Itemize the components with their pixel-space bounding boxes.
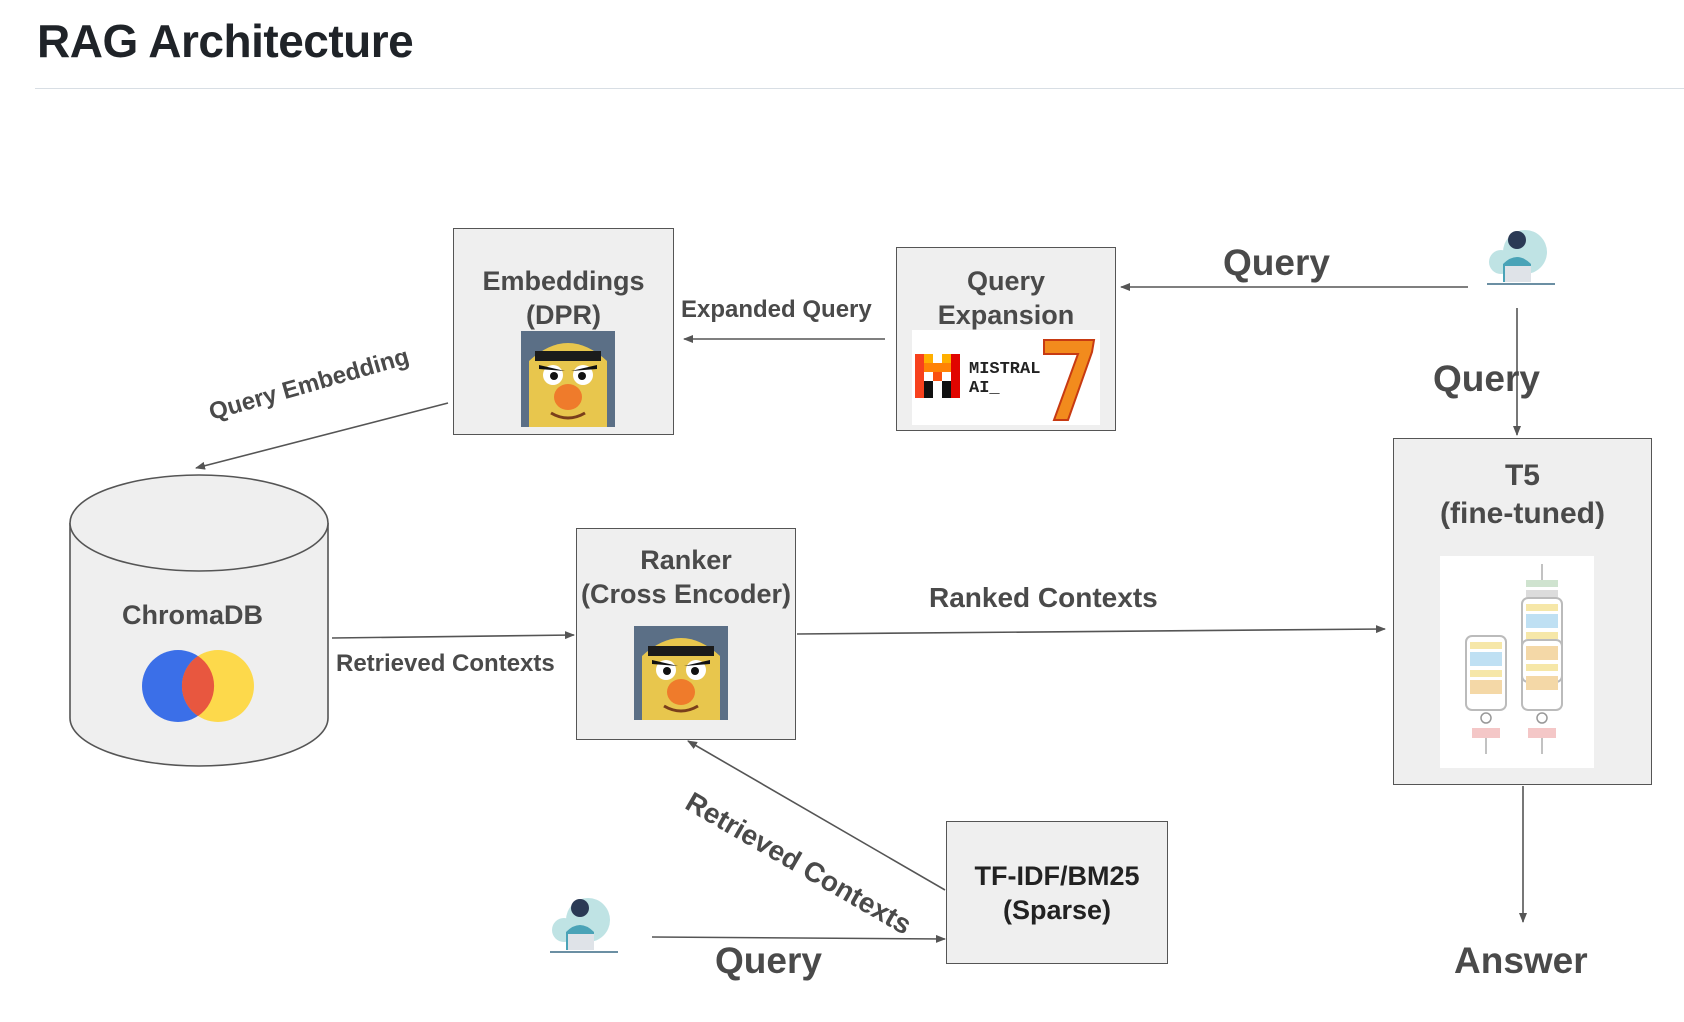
edge-label-ranked-contexts: Ranked Contexts	[929, 582, 1158, 613]
arrow-tfidf-to-ranker	[687, 740, 946, 891]
ranker-label: Ranker (Cross Encoder)	[580, 545, 792, 609]
tfidf-bm25-sparse-node: TF-IDF/BM25 (Sparse)	[946, 821, 1168, 964]
arrow-chromadb-to-ranker	[331, 631, 575, 640]
edge-label-user-to-t5: Query	[1433, 358, 1540, 399]
tfidf-bm25-label: TF-IDF/BM25 (Sparse)	[974, 861, 1140, 925]
chromadb-cylinder	[69, 474, 329, 767]
arrow-user-to-tfidf	[651, 934, 946, 943]
mistral-ai-logo: MISTRAL AI_ 7	[912, 330, 1100, 425]
arrow-ranker-to-t5	[796, 625, 1386, 635]
user-laptop-icon	[1487, 230, 1555, 285]
mistral-m-icon	[915, 354, 960, 398]
user-laptop-icon	[550, 898, 618, 953]
chroma-logo-icon	[142, 650, 254, 722]
chromadb-label: ChromaDB	[122, 600, 264, 630]
query-expansion-label: Query Expansion	[937, 266, 1075, 330]
mistral-ai-text: MISTRAL AI_	[969, 360, 1041, 398]
edge-label-expanded-query: Expanded Query	[681, 296, 872, 323]
bert-muppet-icon	[634, 626, 728, 720]
transformer-architecture-icon	[1440, 556, 1594, 768]
title-divider	[35, 88, 1684, 89]
edge-label-user-to-tfidf: Query	[715, 940, 822, 981]
t5-label: T5 (fine-tuned)	[1440, 459, 1605, 530]
bert-muppet-icon	[521, 331, 615, 427]
embeddings-dpr-label: Embeddings (DPR)	[482, 266, 645, 330]
edge-label-chromadb-retrieved-contexts: Retrieved Contexts	[336, 650, 555, 677]
answer-label: Answer	[1454, 940, 1588, 981]
arrow-embeddings-to-chromadb	[195, 402, 449, 470]
mistral-seven-icon	[1043, 339, 1096, 421]
edge-label-user-to-expansion: Query	[1223, 242, 1330, 283]
page-title: RAG Architecture	[37, 15, 414, 67]
